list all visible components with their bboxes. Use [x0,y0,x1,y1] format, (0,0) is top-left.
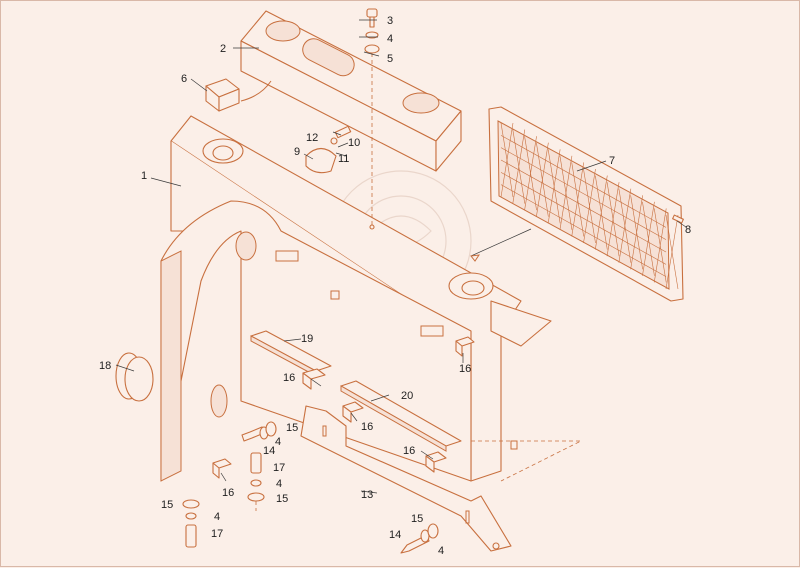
part-18-grommet [115,352,154,402]
bottom-center-fasteners [400,523,439,554]
callout-2: 2 [220,43,226,55]
callout-4-bottom: 4 [438,545,444,557]
part-6-block [205,78,272,112]
callout-16-a: 16 [283,372,295,384]
callout-4-upper: 4 [275,436,281,448]
mesh-strand [500,184,667,277]
mesh-strand [594,175,608,250]
callout-5: 5 [387,53,393,65]
callout-15-left: 15 [161,499,173,511]
callout-3: 3 [387,15,393,27]
part-3-screw [364,8,380,230]
callout-14-bottom: 14 [389,529,401,541]
mesh-strand [524,136,537,211]
part-7-mesh-grille [470,106,684,302]
callout-4-top: 4 [387,33,393,45]
callout-17-lower: 17 [211,528,223,540]
callout-18: 18 [99,360,111,372]
mesh-strand [571,162,585,237]
part-16-clips [212,336,475,479]
callout-labels: 1 2 3 4 5 6 7 8 9 10 11 12 13 14 14 15 1… [99,15,691,557]
mesh-strand [512,129,526,204]
mesh-strand [536,142,549,217]
part-1-main-frame [160,115,582,482]
callout-19: 19 [301,333,313,345]
mesh-strand [653,208,667,283]
callout-1: 1 [141,170,147,182]
callout-20: 20 [401,390,413,402]
mesh-strand [559,155,573,230]
mesh-strand [665,214,679,290]
mesh-strand [606,182,620,257]
callout-16-d: 16 [459,363,471,375]
part-13-base-plate [300,405,512,552]
mesh-strand [547,149,561,224]
part-2-top-bracket [240,10,462,172]
callout-10: 10 [348,137,360,149]
callout-13: 13 [361,489,373,501]
callout-9: 9 [294,146,300,158]
part-20-rail [340,380,462,452]
callout-14-left: 14 [263,445,275,457]
callout-7: 7 [609,155,615,167]
mesh-strand [618,188,632,263]
mesh-strand [500,122,514,198]
callout-11: 11 [338,153,349,165]
lower-left-fasteners [182,421,277,548]
callout-16-c: 16 [403,445,415,457]
mesh-strand [630,195,643,270]
callout-16-e: 16 [222,487,234,499]
callout-16-b: 16 [361,421,373,433]
callout-15-upper: 15 [286,422,298,434]
callout-12: 12 [306,132,318,144]
mesh-strand [500,135,667,228]
callout-15-bottom: 15 [411,513,423,525]
callout-15-mid: 15 [276,493,288,505]
mesh-strand [500,147,667,240]
part-9-clip [305,125,352,174]
callout-4-mid: 4 [276,478,282,490]
callout-6: 6 [181,73,187,85]
leader-lines [115,19,687,494]
mesh-strand [583,168,596,244]
mesh-strand [500,159,667,253]
callout-8: 8 [685,224,691,236]
mesh-strand [500,172,667,265]
callout-17-upper: 17 [273,462,285,474]
mesh-strand [642,201,655,276]
callout-4-left: 4 [214,511,220,523]
